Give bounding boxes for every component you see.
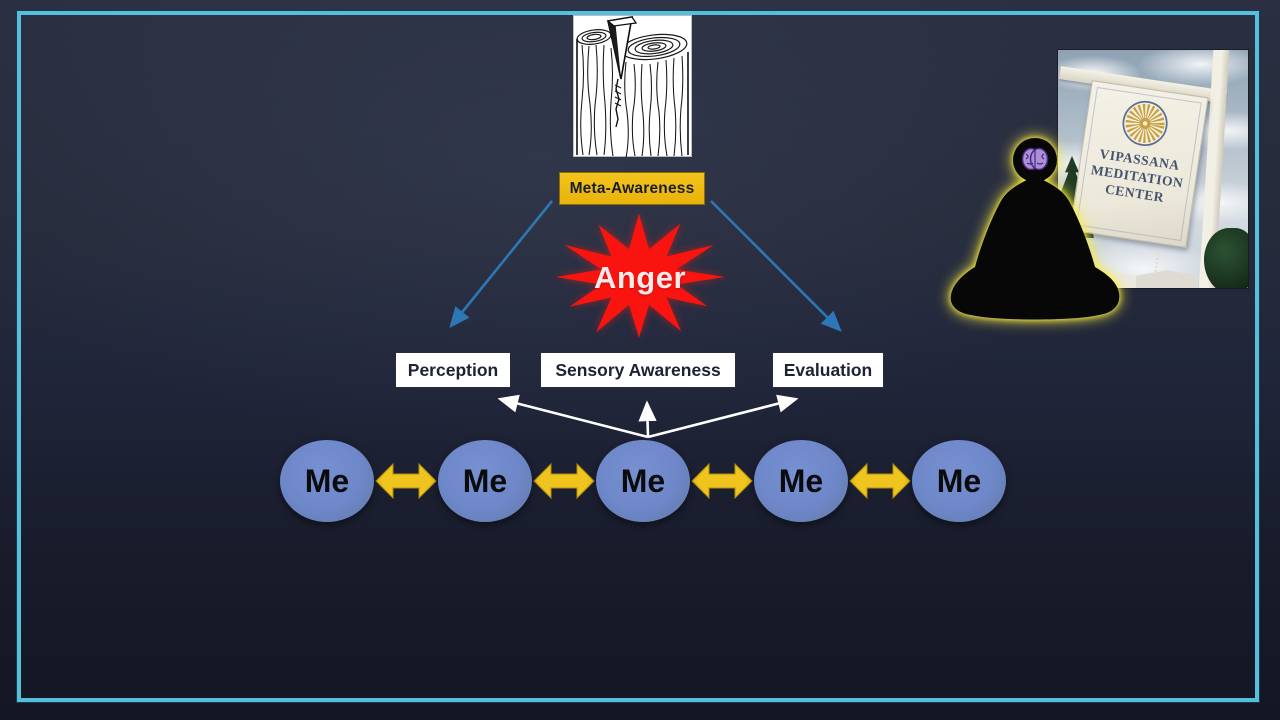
meta-awareness-label: Meta-Awareness xyxy=(569,179,695,197)
process-box-perception: Perception xyxy=(395,352,511,388)
me-node: Me xyxy=(912,440,1006,522)
meditating-person-silhouette-icon xyxy=(950,138,1120,320)
perception-label: Perception xyxy=(407,359,499,380)
evaluation-label: Evaluation xyxy=(783,359,873,380)
arrow-me-to-evaluation xyxy=(647,394,799,439)
me-node-label: Me xyxy=(620,462,666,499)
me-link-arrow-icon xyxy=(849,463,911,499)
tree-right xyxy=(1204,228,1248,288)
sensory-awareness-label: Sensory Awareness xyxy=(555,359,721,380)
dharma-wheel-icon xyxy=(1122,100,1168,146)
me-node-label: Me xyxy=(936,462,982,499)
starburst-icon xyxy=(555,213,725,338)
anger-label: Anger xyxy=(593,260,687,295)
brain-icon xyxy=(1021,147,1049,171)
meta-awareness-box: Meta-Awareness xyxy=(559,172,705,205)
log-wedge-illustration-icon xyxy=(573,15,692,157)
me-node-label: Me xyxy=(304,462,350,499)
anger-burst: Anger xyxy=(551,210,729,346)
arrow-me-to-perception xyxy=(497,394,649,439)
arrow-me-to-sensory-awareness xyxy=(638,400,657,438)
sign-panel: VIPASSANA MEDITATION CENTER xyxy=(1069,80,1209,248)
me-link-arrow-icon xyxy=(375,463,437,499)
arrow-meta-to-evaluation xyxy=(710,200,842,332)
me-node-label: Me xyxy=(778,462,824,499)
process-box-sensory-awareness: Sensory Awareness xyxy=(540,352,736,388)
me-node: Me xyxy=(438,440,532,522)
me-node: Me xyxy=(596,440,690,522)
me-node: Me xyxy=(754,440,848,522)
arrow-meta-to-perception xyxy=(449,200,554,329)
house-roof xyxy=(1136,270,1198,288)
meditation-center-sign-photo: VIPASSANA MEDITATION CENTER xyxy=(1058,50,1248,288)
me-link-arrow-icon xyxy=(533,463,595,499)
me-link-arrow-icon xyxy=(691,463,753,499)
process-box-evaluation: Evaluation xyxy=(772,352,884,388)
me-node-label: Me xyxy=(462,462,508,499)
me-node: Me xyxy=(280,440,374,522)
